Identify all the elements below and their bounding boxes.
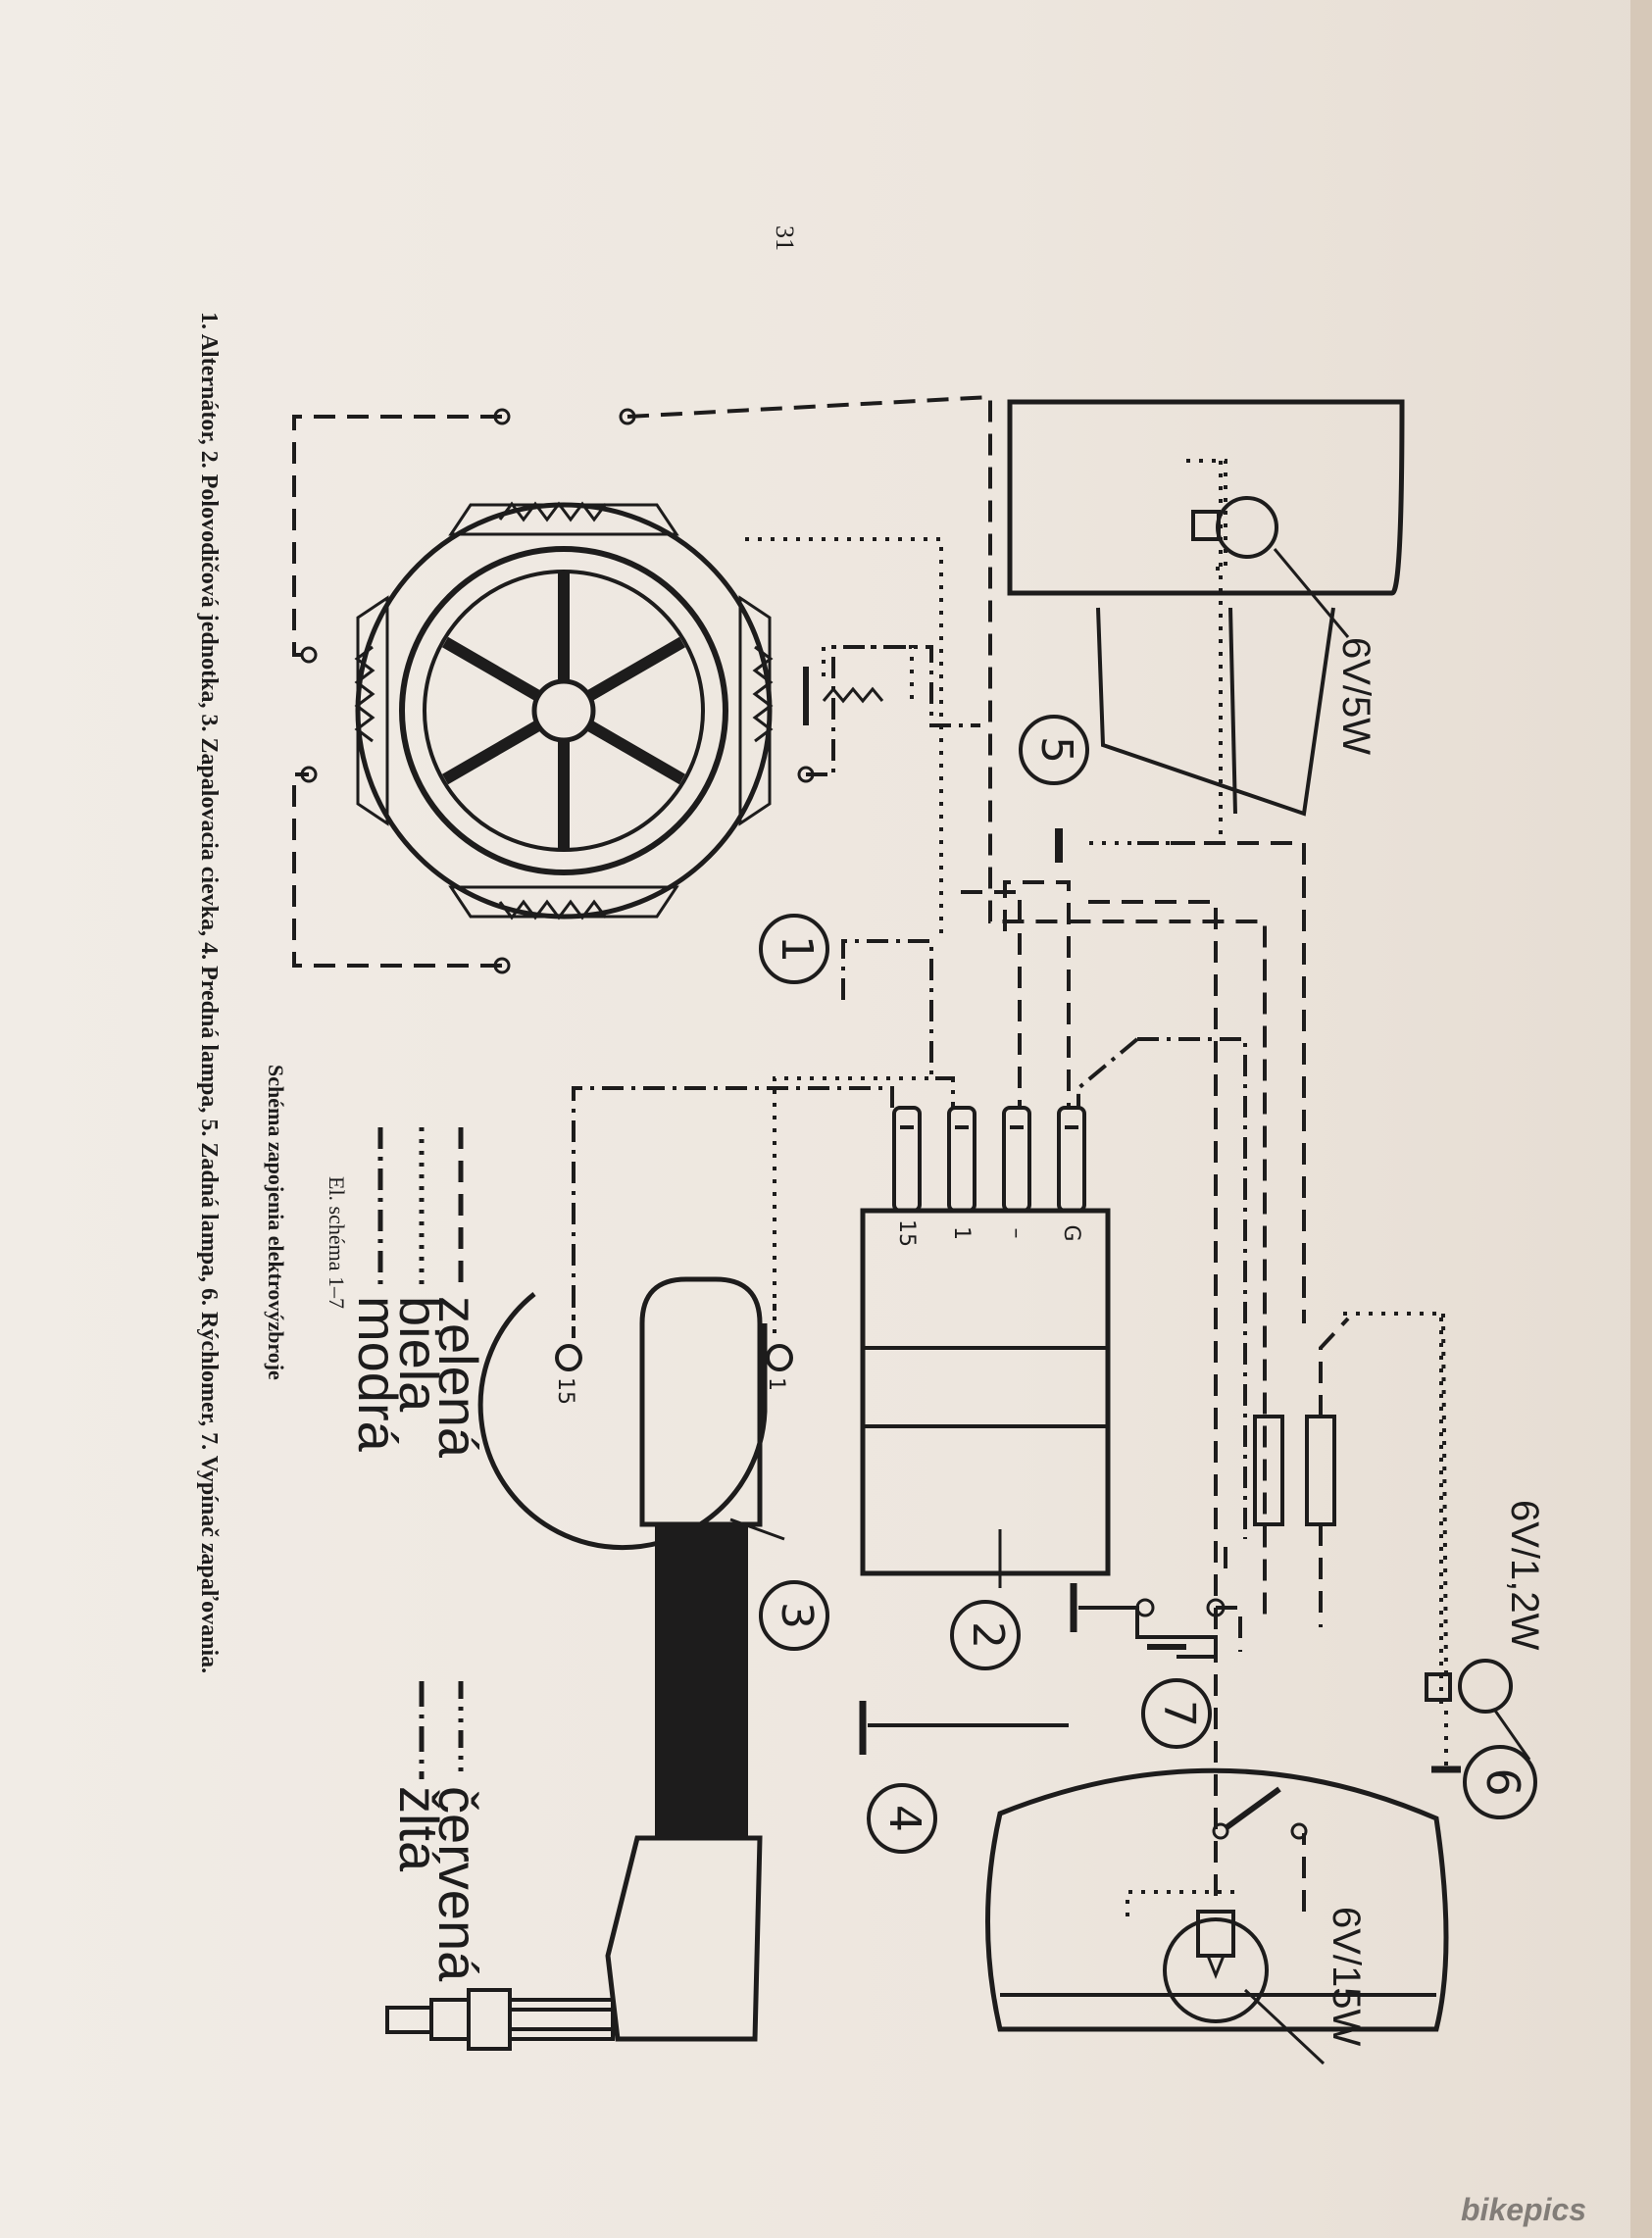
label-number-7: 7 xyxy=(1154,1700,1204,1727)
label-number-5: 5 xyxy=(1031,736,1081,764)
legend-label-biela: biela xyxy=(388,1296,450,1413)
diagram-subtitle: El. schéma 1–7 xyxy=(325,1176,349,1309)
label-number-6: 6 xyxy=(1477,1767,1529,1796)
terminal-15: 15 xyxy=(894,1219,919,1247)
parts-caption: 1. Alternátor, 2. Polovodičová jednotka,… xyxy=(196,312,222,1673)
headlamp xyxy=(985,1767,1449,2065)
label-circle-7 xyxy=(1141,1678,1212,1749)
regulator-resistor xyxy=(803,645,914,725)
terminal-minus: – xyxy=(1004,1228,1028,1239)
legend-label-cervena: červená xyxy=(427,1786,489,1982)
terminal-1: 1 xyxy=(949,1226,974,1240)
label-circle-3 xyxy=(759,1580,829,1651)
label-number-4: 4 xyxy=(879,1805,929,1832)
label-circle-4 xyxy=(867,1783,937,1854)
rear-lamp-rating: 6V/5W xyxy=(1334,637,1377,755)
ignition-switch xyxy=(1135,1598,1226,1659)
label-circle-5 xyxy=(1019,715,1089,785)
legend-label-zelena: zelená xyxy=(427,1296,489,1459)
semiconductor-unit xyxy=(860,1106,1216,1639)
page-edge xyxy=(1630,0,1652,2238)
fuses xyxy=(1253,1317,1350,1627)
wire-runs xyxy=(572,537,1443,1902)
label-number-3: 3 xyxy=(772,1602,822,1629)
rear-lamp xyxy=(1007,399,1405,863)
label-circle-2 xyxy=(950,1600,1021,1670)
speedometer-lamp xyxy=(1425,1313,1531,1773)
page-number: 31 xyxy=(771,225,799,251)
headlamp-rating: 6V/15W xyxy=(1325,1907,1368,2047)
label-circle-1 xyxy=(759,914,829,984)
ignition-coil xyxy=(385,1276,793,2051)
coil-terminal-15: 15 xyxy=(553,1377,577,1405)
watermark: bikepics xyxy=(1461,2192,1586,2227)
diagram-title: Schéma zapojenia elektrovýzbroje xyxy=(264,1065,288,1380)
legend-label-modra: modrá xyxy=(347,1296,409,1453)
wire-color-legend: zelená biela modrá červená žltá xyxy=(347,1127,489,1982)
label-number-1: 1 xyxy=(772,935,822,963)
alternator xyxy=(292,394,1267,1617)
label-number-2: 2 xyxy=(963,1621,1013,1649)
legend-label-zlta: žltá xyxy=(388,1786,450,1872)
speedometer-lamp-rating: 6V/1,2W xyxy=(1503,1500,1546,1651)
label-circle-6 xyxy=(1463,1745,1537,1819)
terminal-g: G xyxy=(1059,1224,1083,1241)
coil-terminal-1: 1 xyxy=(764,1377,788,1391)
